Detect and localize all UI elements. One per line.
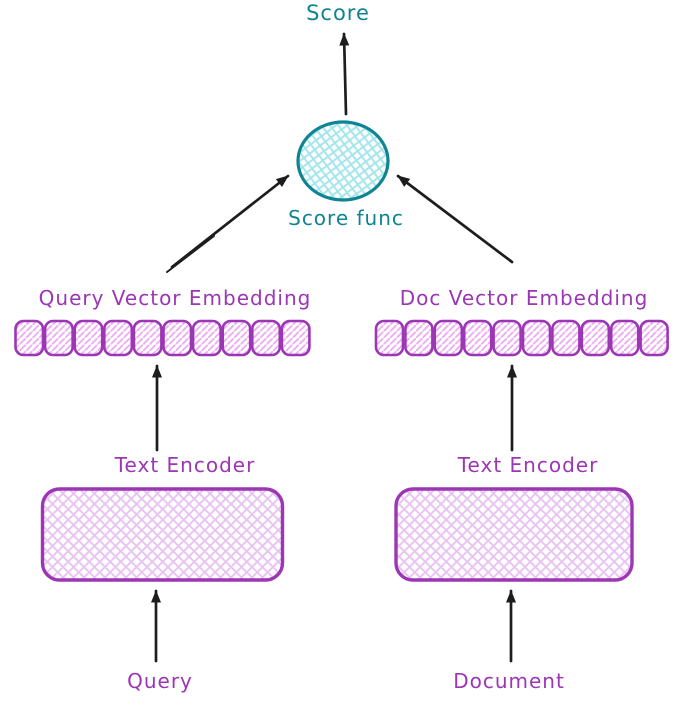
embedding-cell [404,319,434,357]
score-output-label: Score [306,1,370,25]
doc-embedding-row [374,319,669,357]
doc-encoder-label: Text Encoder [457,453,599,477]
score-func-node [296,120,390,202]
embedding-cell [462,319,493,357]
embedding-cell [221,319,252,357]
score-func-to-score-arrow [339,32,350,116]
query-embedding-arrow-tail-doubled-stroke [166,235,215,273]
doc-embedding-to-score-func-arrow [396,174,514,264]
embedding-cell [14,319,45,357]
score-func-label: Score func [288,206,404,230]
doc-encoder-box [394,487,634,582]
query-input-label: Query [127,669,193,693]
document-input-label: Document [453,669,565,693]
query-encoder-label: Text Encoder [114,453,256,477]
embedding-cell [374,319,405,357]
embedding-cell [103,319,134,357]
embedding-cell [580,319,611,357]
embedding-cell [639,319,669,357]
embedding-cell [191,319,222,357]
embedding-cell [551,319,581,357]
embedding-cell [609,319,640,357]
embedding-cell [521,319,552,357]
embedding-cell [492,319,522,357]
embedding-cell [73,319,104,357]
embedding-cell [43,319,74,357]
embedding-cell [280,319,311,357]
query-embedding-to-score-func-arrow [170,174,290,269]
doc-embedding-label: Doc Vector Embedding [399,286,649,310]
query-embedding-label: Query Vector Embedding [38,286,312,310]
query-encoder-box [40,487,285,582]
embedding-cell [433,319,464,357]
query-embedding-row [14,319,311,357]
embedding-cell [251,319,282,357]
embedding-cell [162,319,193,357]
embedding-cell [132,319,163,357]
